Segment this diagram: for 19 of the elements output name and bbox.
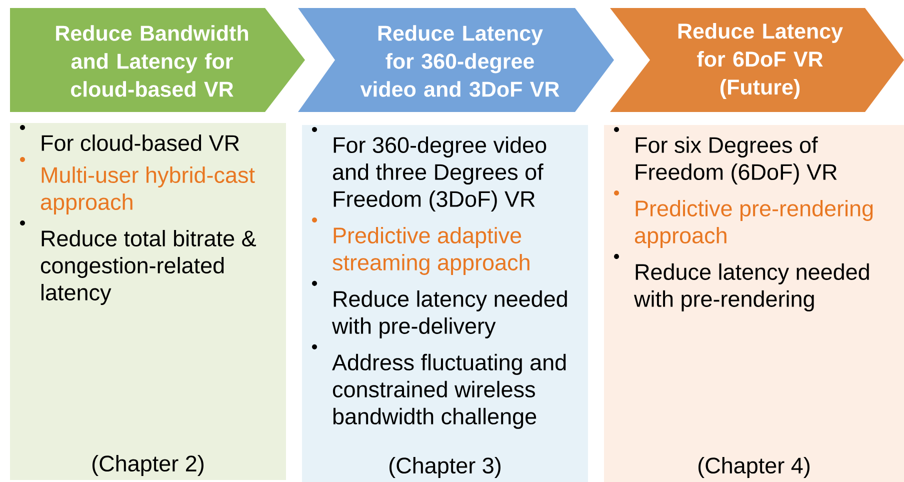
bullet-text: Reduce latency needed with pre-rendering: [634, 263, 869, 312]
bullet-text: Predictive pre-rendering approach: [634, 200, 873, 248]
bullet-text: For 360-degree video and three Degrees of Freedom (3DoF) VR: [332, 136, 546, 212]
chapter-label: (Chapter 2): [92, 455, 204, 476]
bullet-text: Reduce latency needed with pre-delivery: [332, 290, 567, 338]
bullet-text: Multi-user hybrid-cast approach: [40, 166, 255, 214]
chevron-banner: Reduce Bandwidth and Latency for cloud-based VR: [10, 8, 305, 112]
chapter-label: (Chapter 3): [390, 457, 500, 478]
chevron-banner: Reduce Latency for 360-degree video and 3DoF VR: [298, 8, 614, 112]
bullet-text: Predictive adaptive streaming approach: [332, 226, 530, 275]
bullet-text: Reduce total bitrate & congestion-related latency: [40, 230, 256, 305]
bullet-text: For six Degrees of Freedom (6DoF) VR: [636, 136, 837, 184]
bullet-text: Address fluctuating and constrained wireless bandwidth challenge: [332, 354, 566, 429]
chevron-banner: Reduce Latency for 6DoF VR (Future): [610, 8, 904, 112]
bullet-text: For cloud-based VR: [42, 134, 240, 152]
content-panel: [604, 125, 904, 482]
content-panel: [10, 123, 286, 480]
content-panel: [302, 125, 588, 482]
chapter-label: (Chapter 4): [698, 457, 810, 478]
